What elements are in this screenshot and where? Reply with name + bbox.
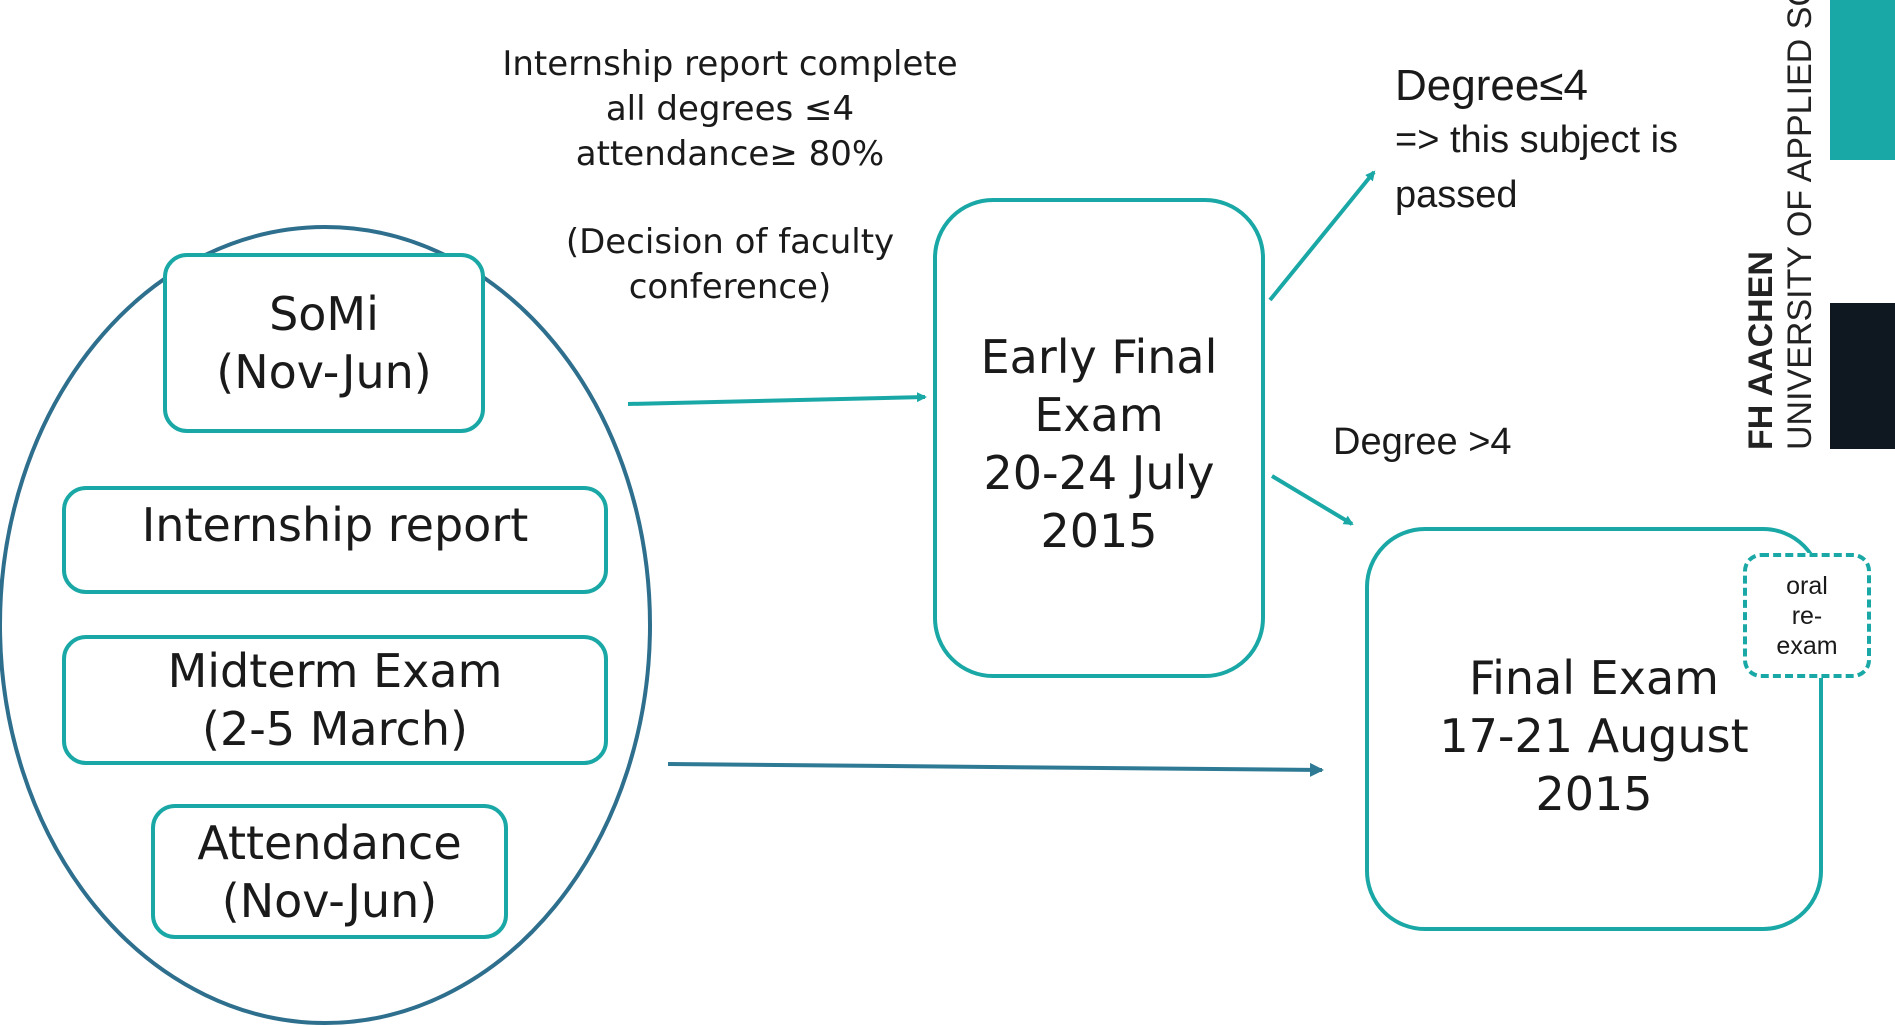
pass-result-line2: passed bbox=[1395, 174, 1518, 216]
internship-report-box: Internship report bbox=[62, 486, 608, 594]
logo-dark-bar bbox=[1830, 303, 1895, 449]
pass-degree-label: Degree≤4 bbox=[1395, 61, 1588, 110]
arrow-fail bbox=[1270, 474, 1354, 526]
requirements-note: Internship report complete all degrees ≤… bbox=[502, 44, 958, 174]
midterm-exam-box: Midterm Exam (2-5 March) bbox=[62, 635, 608, 765]
components-ellipse bbox=[0, 225, 652, 1025]
pass-condition: Degree≤4 => this subject is passed bbox=[1395, 58, 1755, 223]
fail-condition: Degree >4 bbox=[1333, 421, 1512, 463]
arrow-to-final-exam bbox=[667, 762, 1324, 777]
final-exam-box: Final Exam 17-21 August 2015 bbox=[1365, 527, 1823, 931]
logo-subtitle: UNIVERSITY OF APPLIED SCIENCES bbox=[1781, 0, 1819, 450]
oral-reexam-box: oral re- exam bbox=[1743, 553, 1871, 678]
somi-box: SoMi (Nov-Jun) bbox=[163, 253, 485, 433]
faculty-decision-note: (Decision of faculty conference) bbox=[565, 222, 895, 307]
attendance-box: Attendance (Nov-Jun) bbox=[151, 804, 508, 939]
university-logo-text: FH AACHEN UNIVERSITY OF APPLIED SCIENCES bbox=[1742, 0, 1820, 450]
pass-result-line1: => this subject is bbox=[1395, 119, 1679, 161]
early-final-exam-box: Early Final Exam 20-24 July 2015 bbox=[933, 198, 1265, 678]
logo-name: FH AACHEN bbox=[1742, 251, 1780, 450]
logo-teal-bar bbox=[1830, 0, 1895, 160]
arrow-pass bbox=[1268, 170, 1376, 302]
arrow-to-early-exam bbox=[627, 392, 927, 406]
